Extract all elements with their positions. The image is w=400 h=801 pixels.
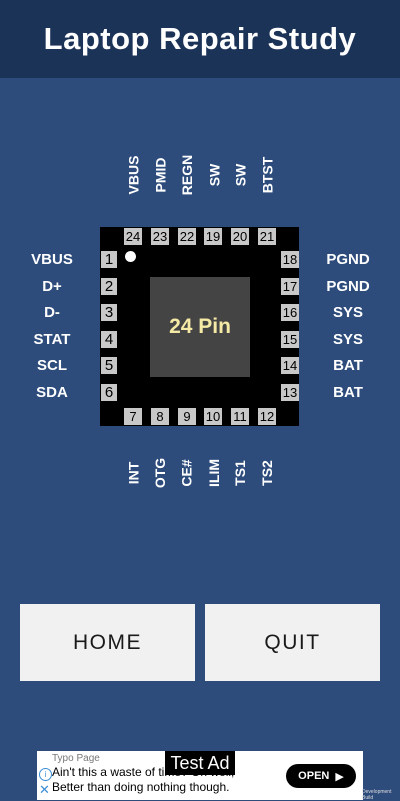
pin-pad-10: 10 xyxy=(204,408,222,425)
pin-name-10: ILIM xyxy=(206,459,222,487)
pin-1-marker xyxy=(125,251,136,262)
pin-pad-3: 3 xyxy=(101,304,117,321)
pin-pad-2: 2 xyxy=(101,278,117,295)
pin-name-11: TS1 xyxy=(232,460,248,486)
pin-name-23: PMID xyxy=(152,157,168,193)
pin-name-21: BTST xyxy=(259,156,275,194)
pin-name-17: PGND xyxy=(326,278,370,295)
pin-pad-14: 14 xyxy=(281,357,299,374)
pin-name-2: D+ xyxy=(42,278,62,295)
pin-name-1: VBUS xyxy=(31,251,73,268)
info-icon[interactable]: i xyxy=(39,768,52,781)
pin-name-15: SYS xyxy=(332,331,363,348)
pin-name-5: SCL xyxy=(37,357,67,374)
pin-name-13: BAT xyxy=(333,384,363,401)
home-button[interactable]: HOME xyxy=(20,604,195,681)
pin-pad-24: 24 xyxy=(124,228,142,245)
close-icon[interactable]: ✕ xyxy=(39,782,50,797)
pin-pad-12: 12 xyxy=(258,408,276,425)
pin-pad-8: 8 xyxy=(151,408,169,425)
pin-name-14: BAT xyxy=(333,357,363,374)
pin-pad-4: 4 xyxy=(101,331,117,348)
pin-name-4: STAT xyxy=(33,331,71,348)
app-title: Laptop Repair Study xyxy=(43,21,357,56)
pin-pad-23: 23 xyxy=(151,228,169,245)
pin-pad-1: 1 xyxy=(101,251,117,268)
pin-pad-20: 20 xyxy=(231,228,249,245)
pin-name-8: OTG xyxy=(152,457,168,489)
ad-text-line2: Better than doing nothing though. xyxy=(52,780,230,794)
pin-pad-15: 15 xyxy=(281,331,299,348)
pin-name-7: INT xyxy=(125,461,141,485)
pin-pad-16: 16 xyxy=(281,304,299,321)
chip-label: 24 Pin xyxy=(169,315,231,338)
pin-name-18: PGND xyxy=(326,251,370,268)
ad-open-label: OPEN xyxy=(298,770,330,782)
chip-core: 24 Pin xyxy=(150,277,250,377)
pin-pad-18: 18 xyxy=(281,251,299,268)
quit-button[interactable]: QUIT xyxy=(205,604,380,681)
pin-name-16: SYS xyxy=(332,304,363,321)
pin-pad-9: 9 xyxy=(178,408,196,425)
pin-name-19: SW xyxy=(206,163,222,187)
pin-name-3: D- xyxy=(44,304,60,321)
pin-pad-13: 13 xyxy=(281,384,299,401)
pin-pad-6: 6 xyxy=(101,384,117,401)
ad-header: Typo Page xyxy=(52,753,100,764)
pin-pad-7: 7 xyxy=(124,408,142,425)
pin-pad-5: 5 xyxy=(101,357,117,374)
title-bar: Laptop Repair Study xyxy=(0,0,400,78)
pin-name-6: SDA xyxy=(36,384,68,401)
pin-name-20: SW xyxy=(232,163,248,187)
pin-name-22: REGN xyxy=(179,154,196,196)
pin-pad-19: 19 xyxy=(204,228,222,245)
dev-build-label: Development Build xyxy=(362,789,392,801)
pin-pad-22: 22 xyxy=(178,228,196,245)
pin-name-12: TS2 xyxy=(259,460,275,486)
ad-open-button[interactable]: OPEN ▶ xyxy=(286,764,356,788)
pin-name-9: CE# xyxy=(179,459,196,487)
pin-pad-21: 21 xyxy=(258,228,276,245)
ad-banner[interactable]: Typo Page i ✕ Ain't this a waste of time… xyxy=(37,751,363,800)
pin-pad-17: 17 xyxy=(281,278,299,295)
pin-name-24: VBUS xyxy=(125,155,141,195)
pin-pad-11: 11 xyxy=(231,408,249,425)
test-ad-badge: Test Ad xyxy=(165,751,235,775)
play-arrow-icon: ▶ xyxy=(335,770,344,783)
